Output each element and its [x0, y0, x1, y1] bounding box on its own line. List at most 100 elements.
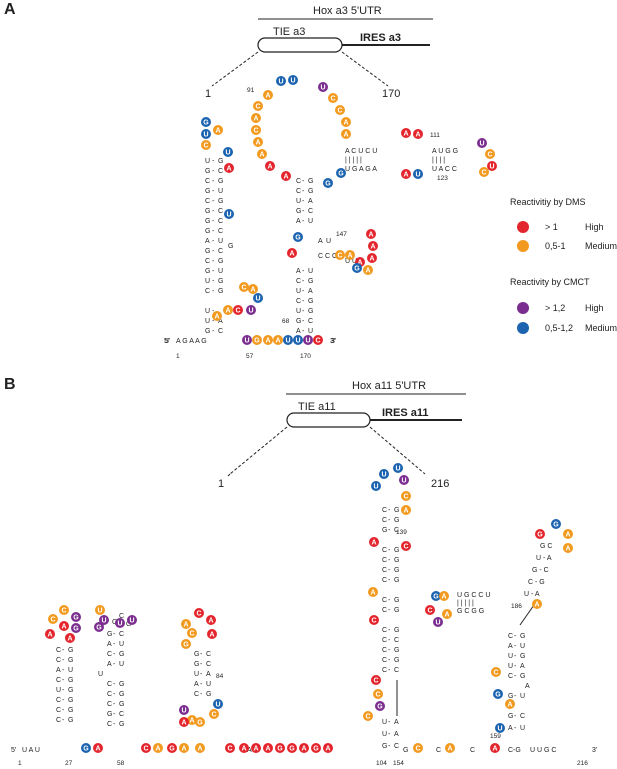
svg-text:G - C: G - C [532, 567, 549, 574]
svg-text:-: - [212, 158, 215, 165]
svg-text:A: A [347, 253, 352, 260]
svg-text:C: C [308, 208, 313, 215]
panel-b-num-216: 216 [577, 760, 588, 767]
svg-text:-: - [212, 198, 215, 205]
svg-text:-: - [302, 268, 305, 275]
reactive-nucleotide-marker: U [224, 209, 234, 219]
svg-text:U: U [326, 238, 331, 245]
svg-text:-: - [200, 691, 203, 698]
svg-text:-: - [388, 657, 391, 664]
legend-dms-high-label: High [585, 222, 604, 232]
reactive-nucleotide-marker: U [253, 293, 263, 303]
svg-text:A: A [267, 164, 272, 171]
panel-a-num-68: 68 [282, 318, 290, 325]
svg-text:-: - [200, 651, 203, 658]
reactive-nucleotide-marker: U [371, 481, 381, 491]
svg-text:G: G [277, 746, 283, 753]
panel-b-ires-label: IRES a11 [382, 407, 428, 419]
reactive-nucleotide-marker: G [336, 168, 346, 178]
svg-text:G: G [203, 120, 209, 127]
svg-text:C: C [308, 318, 313, 325]
svg-text:-: - [514, 725, 517, 732]
reactive-nucleotide-marker: U [318, 82, 328, 92]
svg-text:C: C [218, 328, 223, 335]
svg-text:C: C [107, 681, 112, 688]
svg-text:-: - [62, 657, 65, 664]
svg-text:U U: U U [345, 258, 357, 265]
svg-text:U: U [508, 663, 513, 670]
panel-b-3prime: 3' [592, 747, 597, 754]
reactive-nucleotide-marker: A [263, 743, 273, 753]
svg-text:U: U [395, 466, 400, 473]
svg-text:U: U [206, 681, 211, 688]
svg-text:C: C [206, 651, 211, 658]
svg-text:C: C [520, 713, 525, 720]
svg-text:U: U [205, 158, 210, 165]
svg-text:-: - [62, 677, 65, 684]
svg-text:-: - [212, 218, 215, 225]
panel-a-num-147: 147 [336, 231, 347, 238]
reactive-nucleotide-marker: A [367, 253, 377, 263]
svg-text:U - A: U - A [536, 555, 552, 562]
reactive-nucleotide-marker: C [239, 282, 249, 292]
svg-text:G: G [537, 532, 543, 539]
reactive-nucleotide-marker: G [71, 612, 81, 622]
panel-a-left-stem: U-G G-C C-G G-U C-G G-C G-C G-C A-U G-C … [205, 158, 233, 335]
svg-text:A: A [283, 174, 288, 181]
reactive-nucleotide-marker: C [401, 491, 411, 501]
svg-text:A: A [206, 671, 211, 678]
reactive-nucleotide-marker: A [445, 743, 455, 753]
svg-text:-: - [113, 631, 116, 638]
svg-text:-: - [200, 671, 203, 678]
svg-text:G: G [68, 697, 73, 704]
panel-a-num-57: 57 [246, 353, 254, 360]
svg-text:G: G [308, 278, 313, 285]
panel-b-num-159: 159 [490, 733, 501, 740]
svg-text:-: - [388, 577, 391, 584]
svg-text:-: - [113, 651, 116, 658]
panel-a-end: 170 [382, 88, 400, 100]
svg-text:U: U [508, 653, 513, 660]
reactive-nucleotide-marker: A [442, 609, 452, 619]
svg-text:C: C [218, 218, 223, 225]
svg-text:A: A [95, 746, 100, 753]
svg-text:C: C [508, 633, 513, 640]
svg-text:A: A [67, 636, 72, 643]
svg-text:A: A [107, 661, 112, 668]
svg-text:-: - [302, 208, 305, 215]
svg-text:C: C [56, 657, 61, 664]
svg-text:A: A [296, 218, 301, 225]
svg-text:C: C [218, 228, 223, 235]
svg-text:C: C [365, 714, 370, 721]
panel-b-num-84: 84 [216, 673, 224, 680]
reactive-nucleotide-marker: U [213, 699, 223, 709]
reactive-nucleotide-marker: U [283, 335, 293, 345]
reactive-nucleotide-marker: A [239, 743, 249, 753]
svg-text:A: A [241, 746, 246, 753]
svg-text:A: A [403, 172, 408, 179]
svg-text:-: - [212, 248, 215, 255]
svg-text:G: G [68, 687, 73, 694]
svg-text:A: A [525, 683, 530, 690]
svg-text:C-G: C-G [508, 747, 521, 754]
reactive-nucleotide-marker: C [335, 250, 345, 260]
svg-text:U: U [218, 238, 223, 245]
svg-text:G: G [254, 338, 260, 345]
reactive-nucleotide-marker: G [195, 717, 205, 727]
reactive-nucleotide-marker: G [535, 529, 545, 539]
svg-text:C: C [61, 608, 66, 615]
svg-text:A: A [403, 131, 408, 138]
svg-text:U A C C: U A C C [432, 166, 457, 173]
svg-text:-: - [388, 567, 391, 574]
reactive-nucleotide-marker: C [413, 743, 423, 753]
svg-text:U: U [520, 643, 525, 650]
svg-text:A: A [447, 746, 452, 753]
svg-text:U: U [308, 268, 313, 275]
svg-text:U: U [255, 296, 260, 303]
svg-text:-: - [113, 711, 116, 718]
reactive-nucleotide-marker: A [341, 117, 351, 127]
reactive-nucleotide-marker: G [551, 519, 561, 529]
svg-text:G: G [377, 704, 383, 711]
svg-text:U: U [415, 172, 420, 179]
